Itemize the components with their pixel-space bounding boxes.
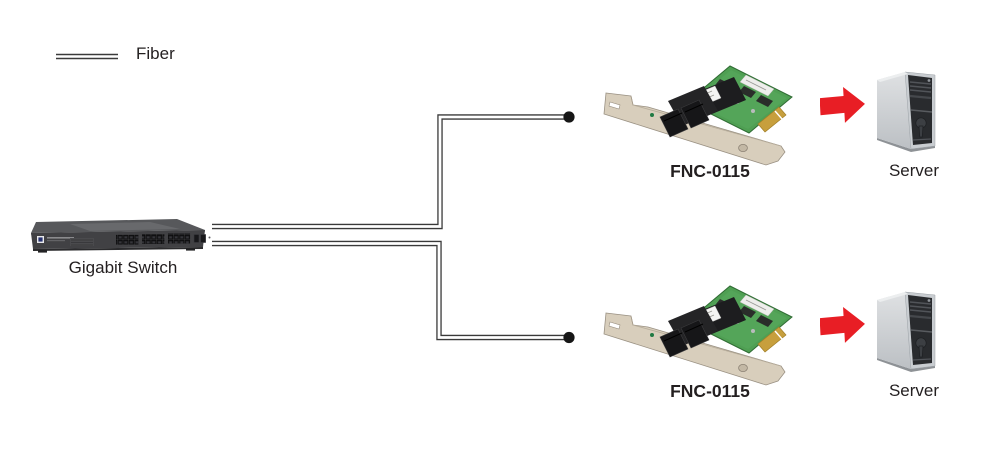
server-label-bottom: Server xyxy=(888,381,940,400)
fnc-0115-card-image-top xyxy=(598,53,794,171)
red-arrow-icon-top xyxy=(820,85,866,125)
fiber-legend: Fiber xyxy=(54,44,175,64)
gigabit-switch-label: Gigabit Switch xyxy=(68,258,178,277)
fnc-0115-label-bottom: FNC-0115 xyxy=(670,381,750,401)
fiber-legend-label: Fiber xyxy=(136,44,175,63)
server-label-top: Server xyxy=(888,161,940,180)
gigabit-switch-image xyxy=(28,210,218,256)
red-arrow-icon-bottom xyxy=(820,305,866,345)
fnc-0115-card-image-bottom xyxy=(598,273,794,391)
fiber-connection-bottom xyxy=(212,240,569,341)
server-tower-image-top xyxy=(874,70,942,154)
fiber-endpoint-dot-bottom xyxy=(563,331,575,344)
fiber-connection-top xyxy=(212,114,569,230)
server-tower-image-bottom xyxy=(874,290,942,374)
fiber-endpoint-dot-top xyxy=(563,111,575,123)
fiber-legend-line xyxy=(56,53,118,60)
fnc-0115-label-top: FNC-0115 xyxy=(670,161,750,181)
